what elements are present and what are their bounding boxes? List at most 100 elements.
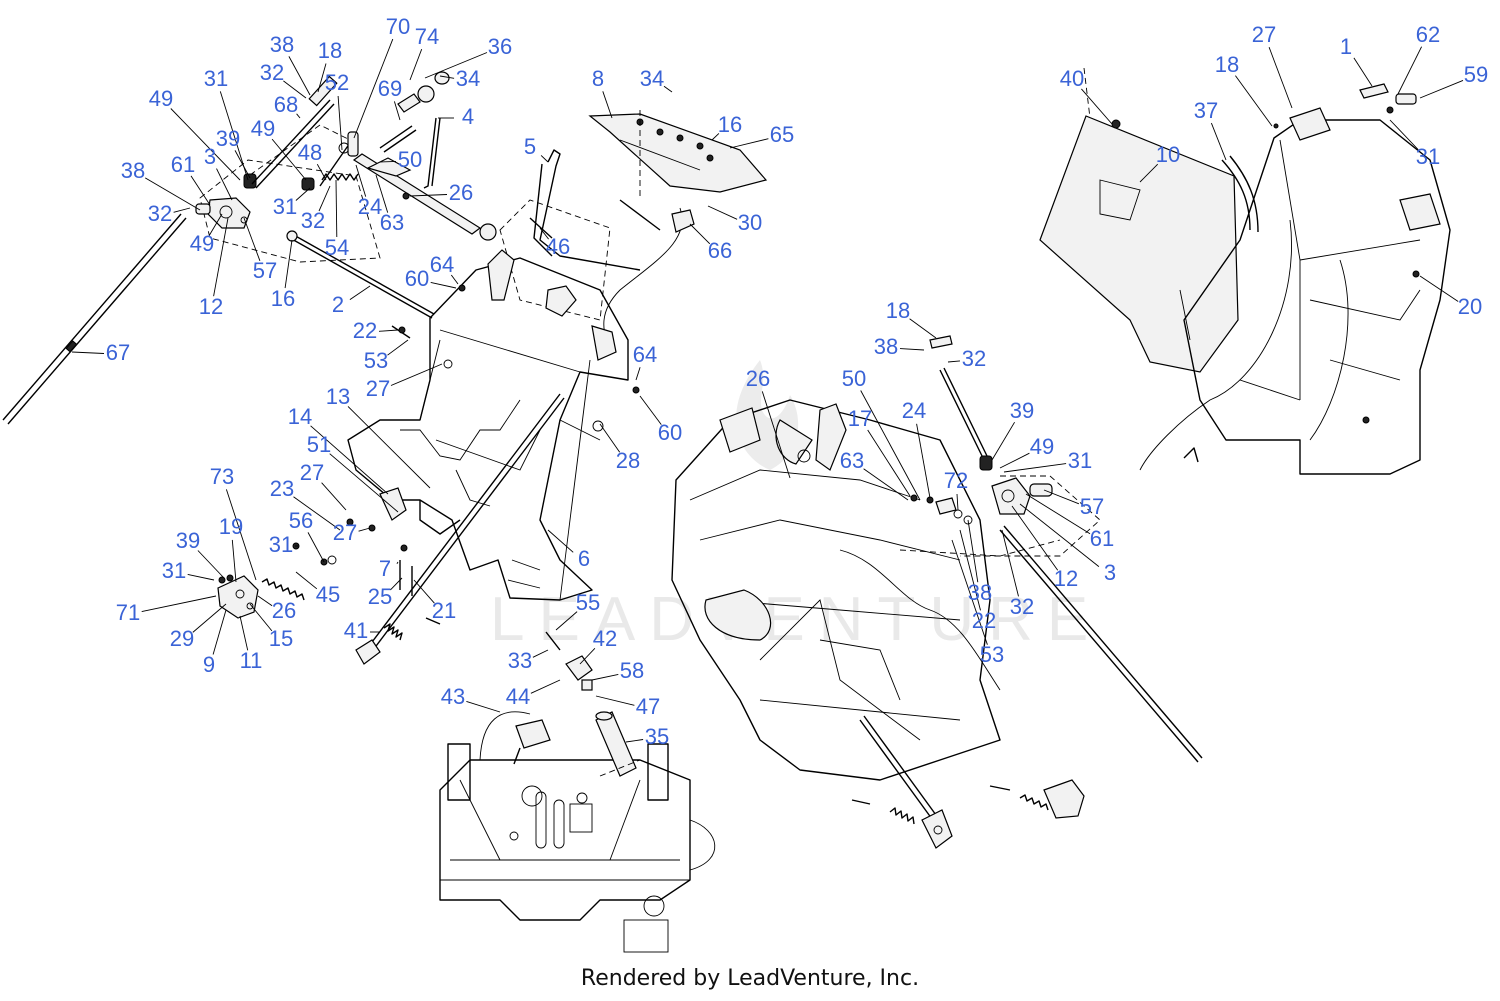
callout-label: 41 — [344, 618, 368, 643]
leader-line — [249, 603, 273, 632]
callout-label: 17 — [848, 406, 872, 431]
callout-label: 13 — [326, 384, 350, 409]
left-linkage-assembly — [2, 71, 497, 425]
callout-label: 57 — [253, 258, 277, 283]
leader-line — [1003, 463, 1067, 473]
leader-line — [1235, 75, 1273, 127]
leader-line — [761, 391, 791, 479]
callout-label: 21 — [432, 598, 456, 623]
callout-label: 25 — [368, 584, 392, 609]
callout-label: 46 — [546, 234, 570, 259]
leader-line — [378, 329, 399, 332]
leader-line — [1397, 46, 1423, 95]
callout-label: 31 — [1416, 144, 1440, 169]
leader-line — [1268, 47, 1293, 109]
leader-line — [197, 550, 225, 579]
callout-label: 15 — [269, 626, 293, 651]
leader-line — [909, 318, 937, 339]
callout-label: 49 — [190, 231, 214, 256]
leader-line — [1353, 57, 1373, 87]
leader-line — [1001, 529, 1019, 597]
callout-label: 42 — [593, 626, 617, 651]
callout-label: 64 — [430, 252, 454, 277]
leader-line — [243, 217, 261, 261]
leader-line — [231, 539, 237, 583]
chassis-assembled-view — [671, 399, 1085, 849]
leader-line — [288, 56, 311, 96]
callout-label: 3 — [204, 144, 216, 169]
leader-line — [540, 155, 549, 163]
callout-label: 38 — [121, 158, 145, 183]
callout-label: 39 — [1010, 398, 1034, 423]
callout-label: 18 — [1215, 52, 1239, 77]
callout-label: 62 — [1416, 22, 1440, 47]
leader-line — [555, 611, 578, 631]
leader-line — [539, 227, 549, 240]
callout-label: 22 — [353, 318, 377, 343]
callout-label: 38 — [270, 32, 294, 57]
leader-line — [450, 274, 459, 285]
callout-label: 49 — [251, 116, 275, 141]
leader-line — [1025, 493, 1091, 535]
leader-line — [959, 529, 981, 611]
callout-label: 43 — [441, 684, 465, 709]
callout-label: 28 — [616, 448, 640, 473]
callout-label: 26 — [746, 366, 770, 391]
callout-label: 32 — [148, 201, 172, 226]
callout-label: 48 — [298, 140, 322, 165]
callout-label: 39 — [176, 528, 200, 553]
callout-label: 57 — [1080, 494, 1104, 519]
leader-line — [317, 63, 327, 93]
callout-label: 31 — [204, 66, 228, 91]
callout-label: 63 — [840, 448, 864, 473]
callout-label: 10 — [1156, 142, 1180, 167]
callout-label: 22 — [972, 608, 996, 633]
leader-line — [867, 429, 911, 497]
leader-line — [409, 48, 423, 81]
leader-line — [375, 174, 389, 213]
callout-label: 8 — [592, 66, 604, 91]
callout-label: 16 — [718, 112, 742, 137]
callout-label: 32 — [962, 346, 986, 371]
callout-label: 32 — [1010, 594, 1034, 619]
callout-label: 49 — [149, 86, 173, 111]
callout-label: 38 — [874, 334, 898, 359]
callout-label: 55 — [576, 590, 600, 615]
callout-label: 27 — [366, 376, 390, 401]
leader-line — [295, 187, 311, 201]
leader-line — [1389, 119, 1419, 150]
callout-label: 40 — [1060, 66, 1084, 91]
callout-label: 45 — [316, 582, 340, 607]
leader-line — [347, 406, 431, 489]
leader-line — [310, 425, 389, 495]
leader-line — [293, 496, 341, 531]
leader-line — [947, 360, 961, 363]
leader-line — [307, 532, 325, 563]
callout-label: 27 — [300, 460, 324, 485]
footer-credit: Rendered by LeadVenture, Inc. — [580, 966, 920, 991]
leader-line — [532, 649, 549, 658]
leader-line — [1043, 489, 1080, 505]
leader-line — [602, 91, 613, 119]
callout-label: 38 — [968, 580, 992, 605]
leader-line — [916, 423, 931, 499]
leader-line — [530, 679, 561, 694]
leader-line — [355, 164, 367, 197]
leader-line — [141, 595, 217, 613]
leader-line — [393, 101, 401, 121]
leader-line — [390, 363, 443, 386]
callout-label: 31 — [162, 558, 186, 583]
leader-line — [1081, 88, 1113, 125]
leader-line — [439, 75, 455, 79]
leader-line — [144, 177, 201, 211]
callout-label: 31 — [273, 194, 297, 219]
callout-label: 5 — [524, 134, 536, 159]
callout-label: 60 — [405, 266, 429, 291]
leader-line — [396, 561, 399, 564]
callout-label: 33 — [508, 648, 532, 673]
leader-line — [1139, 163, 1159, 183]
callout-label: 32 — [301, 208, 325, 233]
callout-label: 26 — [449, 180, 473, 205]
